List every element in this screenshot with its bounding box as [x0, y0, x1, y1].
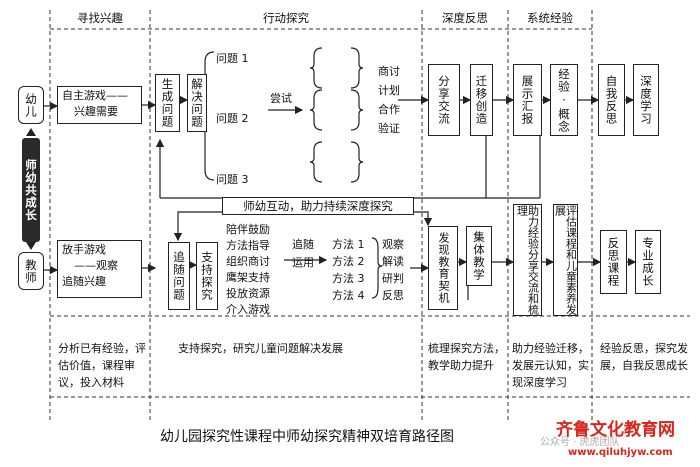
eval-label: 评估课程和儿童素养发展: [553, 205, 578, 315]
try-label: 尝试: [270, 92, 292, 105]
use-label: 运用: [292, 256, 314, 269]
share-box: 分享交流: [428, 64, 460, 136]
support-explore-box: 支持探究: [196, 242, 218, 310]
note-interest: 分析已有经验，评估价值，课程审议，投入材料: [58, 342, 146, 389]
pro-growth-box: 专业成长: [635, 230, 661, 294]
co-growth-label: 师幼共成长: [24, 158, 38, 222]
follow-problem-label: 追随问题: [172, 251, 186, 301]
header-system: 系统经验: [527, 11, 573, 25]
support-item-6: 介入游戏: [226, 303, 270, 316]
solve-problem-label: 解决问题: [190, 78, 204, 128]
eval-box: 评估课程和儿童素养发展: [553, 204, 578, 316]
observe-2: 解读: [382, 255, 404, 268]
teacher-label: 教师: [24, 258, 38, 284]
collective-label: 集体教学: [472, 231, 486, 281]
self-reflect-box: 自我反思: [598, 64, 625, 136]
plan-4: 验证: [378, 122, 400, 135]
arrow-down-icon: [26, 242, 36, 250]
show-box: 展示汇报: [513, 64, 542, 136]
follow-use: 追随 运用: [292, 236, 314, 272]
deep-learning-box: 深度学习: [633, 64, 659, 136]
observe-4: 反思: [382, 289, 404, 302]
deep-learning-label: 深度学习: [639, 75, 653, 125]
method-1: 方法 1: [332, 238, 365, 251]
generate-problem-label: 生成问题: [160, 78, 175, 128]
interest-bottom-box: 放手游戏 ——观察 追随兴趣: [57, 240, 142, 298]
note-action: 支持探究，研究儿童问题解决发展: [178, 342, 343, 355]
collective-box: 集体教学: [466, 226, 492, 286]
watermark-url: www.qiluhjyw.com: [568, 447, 673, 458]
method-2: 方法 2: [332, 255, 365, 268]
child-node: 幼儿: [18, 86, 44, 124]
methods-list: 方法 1 方法 2 方法 3 方法 4: [332, 236, 365, 304]
plan-list: 商讨 计划 合作 验证: [378, 62, 400, 138]
interaction-band: 师幼互动，助力持续深度探究: [222, 197, 414, 215]
support-item-2: 方法指导: [226, 239, 270, 252]
child-label: 幼儿: [24, 92, 38, 118]
method-3: 方法 3: [332, 272, 365, 285]
discover-box: 发现教育契机: [428, 226, 458, 310]
concept-label: 经验·概念: [557, 67, 571, 133]
support-item-4: 鹰架支持: [226, 271, 270, 284]
self-reflect-label: 自我反思: [604, 75, 619, 125]
plan-1: 商讨: [378, 65, 400, 78]
support-explore-label: 支持探究: [200, 251, 214, 301]
header-reflect: 深度反思: [442, 11, 488, 25]
note-right: 经验反思，探究发展，自我反思成长: [600, 342, 688, 372]
follow-label: 追随: [292, 238, 314, 251]
co-growth-bar: 师幼共成长: [22, 138, 40, 242]
problem-1: 问题 1: [216, 52, 249, 65]
watermark-brand: 齐鲁文化教育网: [556, 420, 675, 440]
plan-2: 计划: [378, 84, 400, 97]
interest-top-line1: 自主游戏——: [62, 89, 128, 102]
header-action: 行动探究: [263, 11, 309, 25]
plan-3: 合作: [378, 103, 400, 116]
support-list: 陪伴鼓励 方法指导 组织商讨 鹰架支持 投放资源 介入游戏: [226, 222, 270, 318]
share-label: 分享交流: [437, 75, 451, 125]
rethink-box: 反思课程: [600, 230, 627, 294]
note-system: 助力经验迁移，发展元认知，实现深度学习: [512, 342, 589, 389]
solve-problem-box: 解决问题: [187, 74, 207, 132]
interest-bottom-line3: 追随兴趣: [62, 275, 106, 288]
header-interest: 寻找兴趣: [77, 11, 123, 25]
interest-bottom-line1: 放手游戏: [62, 243, 106, 256]
support-item-1: 陪伴鼓励: [226, 223, 270, 236]
teacher-node: 教师: [18, 252, 44, 290]
concept-box: 经验·概念: [550, 64, 578, 136]
support-item-3: 组织商讨: [226, 255, 270, 268]
watermark-account: 公众号 · 虎虎团队: [540, 437, 620, 448]
help-label: 助力经验分享交流和梳理: [515, 205, 540, 315]
interest-top-box: 自主游戏—— 兴趣需要: [57, 86, 142, 124]
note-reflect: 梳理探究方法，教学助力提升: [428, 342, 505, 372]
interest-bottom-line2: ——观察: [74, 259, 118, 272]
observe-1: 观察: [382, 238, 404, 251]
problem-2: 问题 2: [216, 112, 249, 125]
show-label: 展示汇报: [520, 75, 535, 125]
figure-caption: 幼儿园探究性课程中师幼探究精神双培育路径图: [160, 429, 454, 445]
generate-problem-box: 生成问题: [155, 74, 180, 132]
help-box: 助力经验分享交流和梳理: [513, 204, 542, 316]
discover-label: 发现教育契机: [437, 232, 450, 304]
support-item-5: 投放资源: [226, 287, 270, 300]
method-4: 方法 4: [332, 289, 365, 302]
problem-3: 问题 3: [216, 173, 249, 186]
transfer-box: 迁移创造: [470, 64, 493, 136]
observe-list: 观察 解读 研判 反思: [382, 236, 404, 304]
interest-top-line2: 兴趣需要: [74, 105, 118, 118]
pro-growth-label: 专业成长: [641, 237, 655, 287]
rethink-label: 反思课程: [606, 237, 621, 287]
arrow-up-icon: [26, 128, 36, 136]
observe-3: 研判: [382, 272, 404, 285]
follow-problem-box: 追随问题: [168, 242, 190, 310]
transfer-label: 迁移创造: [474, 75, 489, 125]
